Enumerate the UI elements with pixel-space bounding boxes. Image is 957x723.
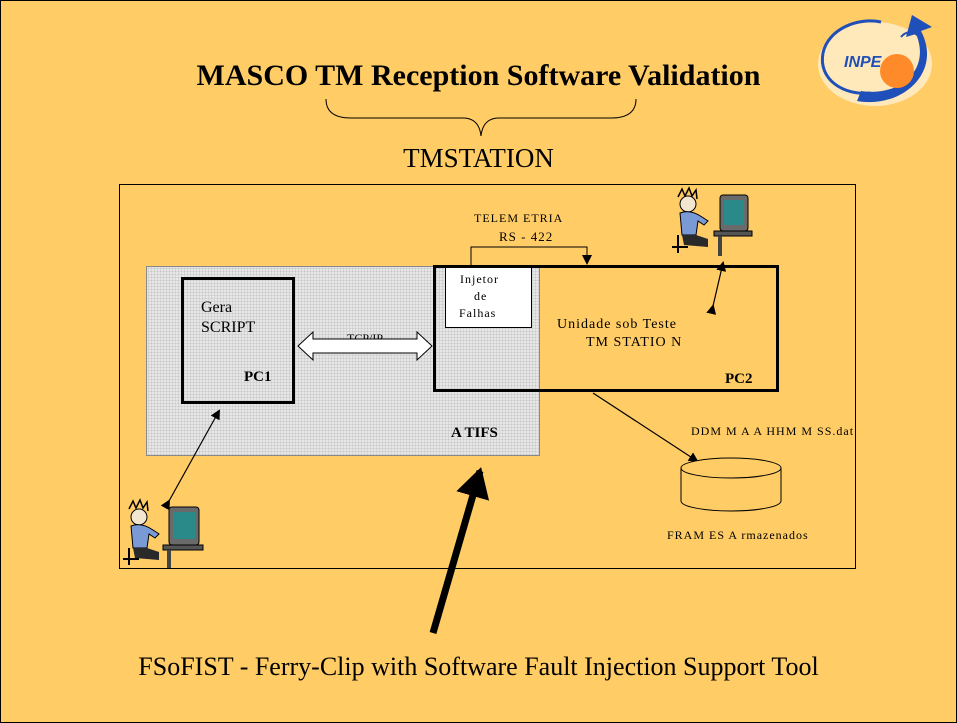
pc1-label: PC1 — [244, 369, 272, 385]
injetor-line3: Falhas — [459, 306, 497, 320]
tcpip-arrow — [297, 330, 433, 362]
file-label: DDM M A A HHM M SS.dat — [691, 424, 855, 438]
telemetry-line1: TELEM ETRIA — [474, 211, 564, 225]
footer-caption: FSoFIST - Ferry-Clip with Software Fault… — [138, 652, 819, 681]
slide-title: MASCO TM Reception Software Validation — [196, 59, 761, 92]
user-computer-bottom-icon — [123, 498, 204, 568]
inpe-logo-text: INPE — [844, 54, 883, 71]
unit-line2: TM STATIO N — [586, 335, 683, 350]
inpe-logo-icon — [818, 15, 932, 106]
telemetry-line2: RS - 422 — [499, 229, 554, 244]
atifs-label: A TIFS — [451, 425, 498, 441]
pc1-line2: SCRIPT — [201, 319, 256, 336]
injetor-line1: Injetor — [460, 272, 499, 286]
big-arrow — [429, 467, 490, 634]
user-computer-top-icon — [672, 186, 753, 256]
unit-line1: Unidade sob Teste — [557, 317, 677, 332]
slide-subtitle: TMSTATION — [403, 143, 554, 173]
injetor-line2: de — [474, 289, 488, 303]
storage-arrow — [592, 392, 699, 463]
title-brace — [325, 98, 637, 137]
storage-cylinder-icon — [680, 457, 782, 512]
pc2-label: PC2 — [725, 371, 753, 387]
pc1-line1: Gera — [201, 299, 233, 316]
user1-arrow — [160, 409, 220, 511]
storage-label: FRAM ES A rmazenados — [667, 528, 809, 542]
telemetry-arrow — [470, 246, 592, 267]
tmstation-frame — [119, 184, 856, 569]
pc1-box — [181, 277, 295, 404]
injetor-box — [445, 267, 532, 328]
pc2-box — [433, 265, 779, 392]
user2-arrow — [706, 261, 727, 315]
